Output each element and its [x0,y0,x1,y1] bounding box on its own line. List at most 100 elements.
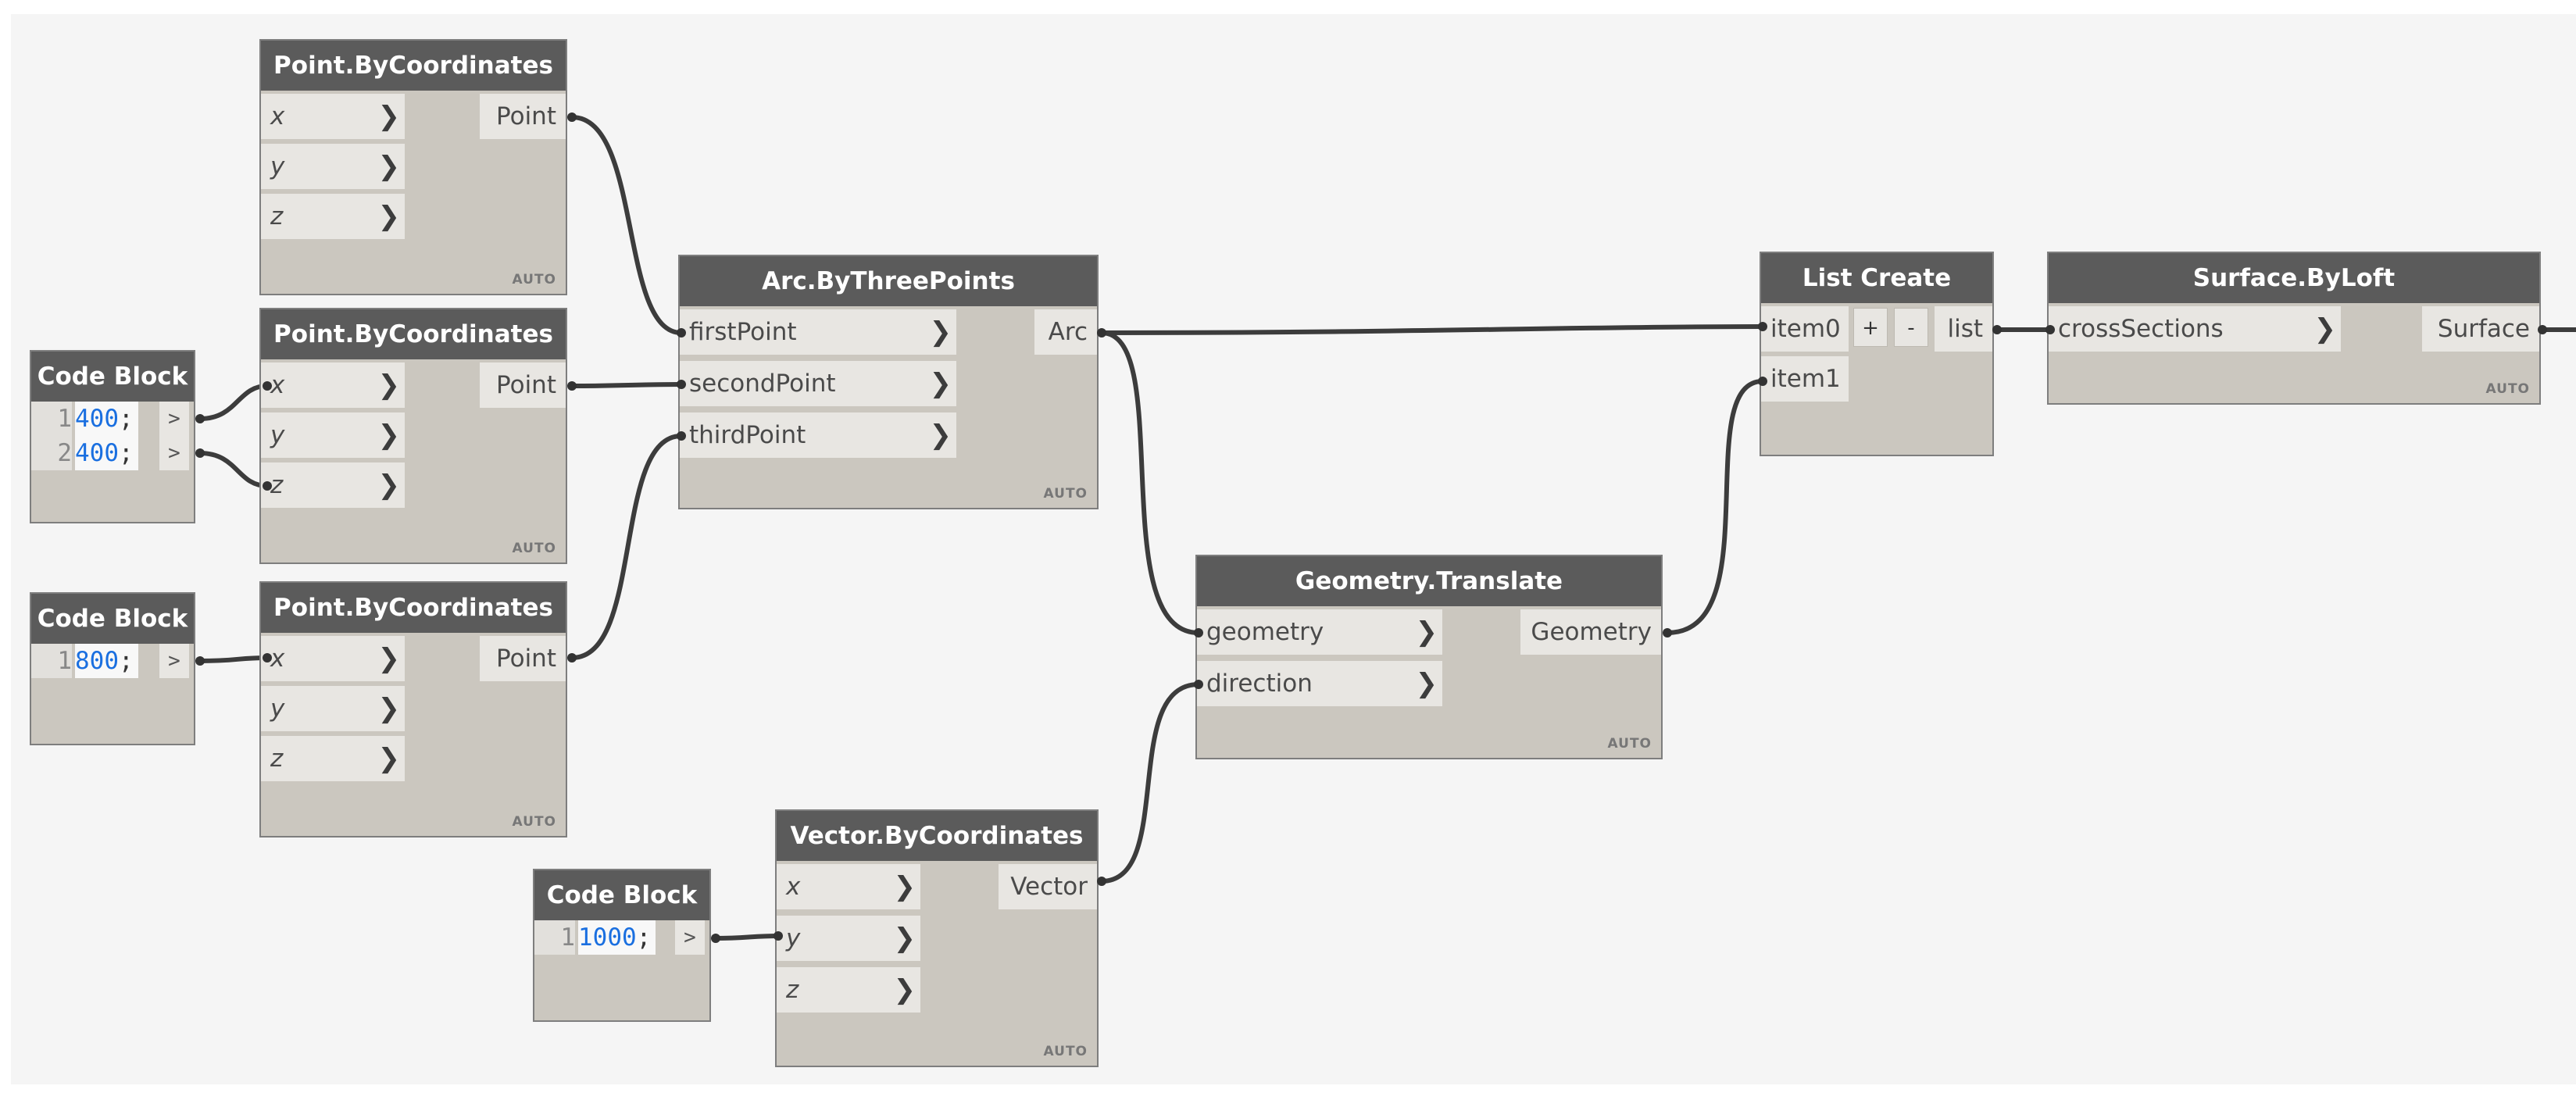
line-number: 2 [31,436,72,470]
input-port-item1[interactable]: item1 [1761,356,1849,402]
port-dot [567,653,577,662]
add-input-button[interactable]: + [1853,308,1888,347]
code-output-port[interactable]: > [159,644,189,678]
node-vector-by-coordinates[interactable]: Vector.ByCoordinates x❯ y❯ z❯ Vector AUT… [775,809,1099,1067]
code-line[interactable]: 1 400; > [31,402,194,436]
code-output-port[interactable]: > [159,436,189,470]
chevron-right-icon: ❯ [929,368,952,399]
port-dot [567,112,577,122]
graph-canvas[interactable]: Point.ByCoordinates x❯ y❯ z❯ Point AUTO … [11,14,2576,1084]
input-port-x[interactable]: x❯ [261,636,405,681]
code-value: 800 [75,647,119,675]
port-dot [677,380,686,389]
input-port-x[interactable]: x❯ [261,362,405,408]
chevron-right-icon: ❯ [893,923,916,954]
node-title: List Create [1761,253,1992,303]
code-editor[interactable]: 1 400; > 2 400; > [31,402,194,470]
input-port-second-point[interactable]: secondPoint❯ [680,361,956,406]
input-port-cross-sections[interactable]: crossSections❯ [2049,306,2341,352]
output-port-point[interactable]: Point [480,94,566,139]
input-port-x[interactable]: x❯ [261,94,405,139]
input-port-z[interactable]: z❯ [777,967,920,1012]
input-port-y[interactable]: y❯ [261,412,405,458]
input-port-y[interactable]: y❯ [261,144,405,189]
line-number: 1 [31,644,72,678]
node-arc-by-three-points[interactable]: Arc.ByThreePoints firstPoint❯ secondPoin… [678,255,1099,509]
node-point-by-coordinates-2[interactable]: Point.ByCoordinates x❯ y❯ z❯ Point AUTO [259,308,567,564]
line-number: 1 [31,402,72,436]
port-dot [195,448,205,458]
output-port-point[interactable]: Point [480,362,566,408]
port-dot [1992,325,2002,334]
input-port-item0[interactable]: item0 [1761,306,1849,352]
port-dot [677,328,686,338]
lacing-label: AUTO [1043,486,1088,502]
chevron-right-icon: ❯ [893,974,916,1005]
code-semicolon: ; [119,439,134,467]
wire [571,115,682,335]
lacing-label: AUTO [1043,1044,1088,1059]
port-dot [1194,680,1203,689]
output-port-vector[interactable]: Vector [999,864,1097,909]
input-port-z[interactable]: z❯ [261,194,405,239]
code-editor[interactable]: 1 800; > [31,644,194,678]
output-port-surface[interactable]: Surface [2422,306,2539,352]
node-point-by-coordinates-1[interactable]: Point.ByCoordinates x❯ y❯ z❯ Point AUTO [259,39,567,295]
code-editor[interactable]: 1 1000; > [534,920,709,955]
input-port-y[interactable]: y❯ [777,916,920,961]
node-list-create[interactable]: List Create item0 item1 + - list [1760,252,1994,456]
code-semicolon: ; [119,405,134,433]
lacing-label: AUTO [512,272,556,288]
code-output-port[interactable]: > [159,402,189,436]
remove-input-button[interactable]: - [1894,308,1928,347]
input-port-x[interactable]: x❯ [777,864,920,909]
port-dot [2045,325,2055,334]
port-dot [263,481,272,491]
output-port-geometry[interactable]: Geometry [1520,609,1661,655]
chevron-right-icon: ❯ [377,643,401,674]
input-port-geometry[interactable]: geometry❯ [1197,609,1442,655]
wire [199,655,268,663]
node-point-by-coordinates-3[interactable]: Point.ByCoordinates x❯ y❯ z❯ Point AUTO [259,581,567,838]
port-dot [1097,877,1106,886]
output-port-list[interactable]: list [1935,306,1992,352]
node-title: Code Block [31,352,194,402]
node-title: Surface.ByLoft [2049,253,2539,303]
code-line[interactable]: 2 400; > [31,436,194,470]
chevron-right-icon: ❯ [893,871,916,902]
input-port-direction[interactable]: direction❯ [1197,661,1442,706]
input-port-z[interactable]: z❯ [261,462,405,508]
output-port-arc[interactable]: Arc [1034,309,1097,355]
node-surface-by-loft[interactable]: Surface.ByLoft crossSections❯ Surface AU… [2047,252,2541,405]
chevron-right-icon: ❯ [929,420,952,451]
code-line[interactable]: 1 800; > [31,644,194,678]
chevron-right-icon: ❯ [1415,668,1438,699]
chevron-right-icon: ❯ [2313,313,2337,345]
input-port-z[interactable]: z❯ [261,736,405,781]
input-port-y[interactable]: y❯ [261,686,405,731]
node-title: Code Block [534,870,709,920]
wire [199,384,268,421]
wire [1101,330,1199,635]
code-output-port[interactable]: > [675,920,705,955]
node-code-block-2[interactable]: Code Block 1 800; > [30,592,195,745]
input-port-third-point[interactable]: thirdPoint❯ [680,412,956,458]
node-title: Vector.ByCoordinates [777,811,1097,861]
port-dot [1194,628,1203,638]
code-line[interactable]: 1 1000; > [534,920,709,955]
wires-layer [199,115,2576,941]
wire [199,451,268,488]
port-dot [1758,322,1767,331]
chevron-right-icon: ❯ [377,420,401,451]
node-geometry-translate[interactable]: Geometry.Translate geometry❯ direction❯ … [1195,555,1663,759]
wire [715,934,779,941]
input-port-first-point[interactable]: firstPoint❯ [680,309,956,355]
output-port-point[interactable]: Point [480,636,566,681]
lacing-label: AUTO [1607,736,1652,752]
node-code-block-1[interactable]: Code Block 1 400; > 2 400; > [30,350,195,523]
port-dot [1758,377,1767,386]
node-title: Code Block [31,594,194,644]
chevron-right-icon: ❯ [929,316,952,348]
node-code-block-3[interactable]: Code Block 1 1000; > [533,869,711,1022]
port-dot [263,381,272,391]
